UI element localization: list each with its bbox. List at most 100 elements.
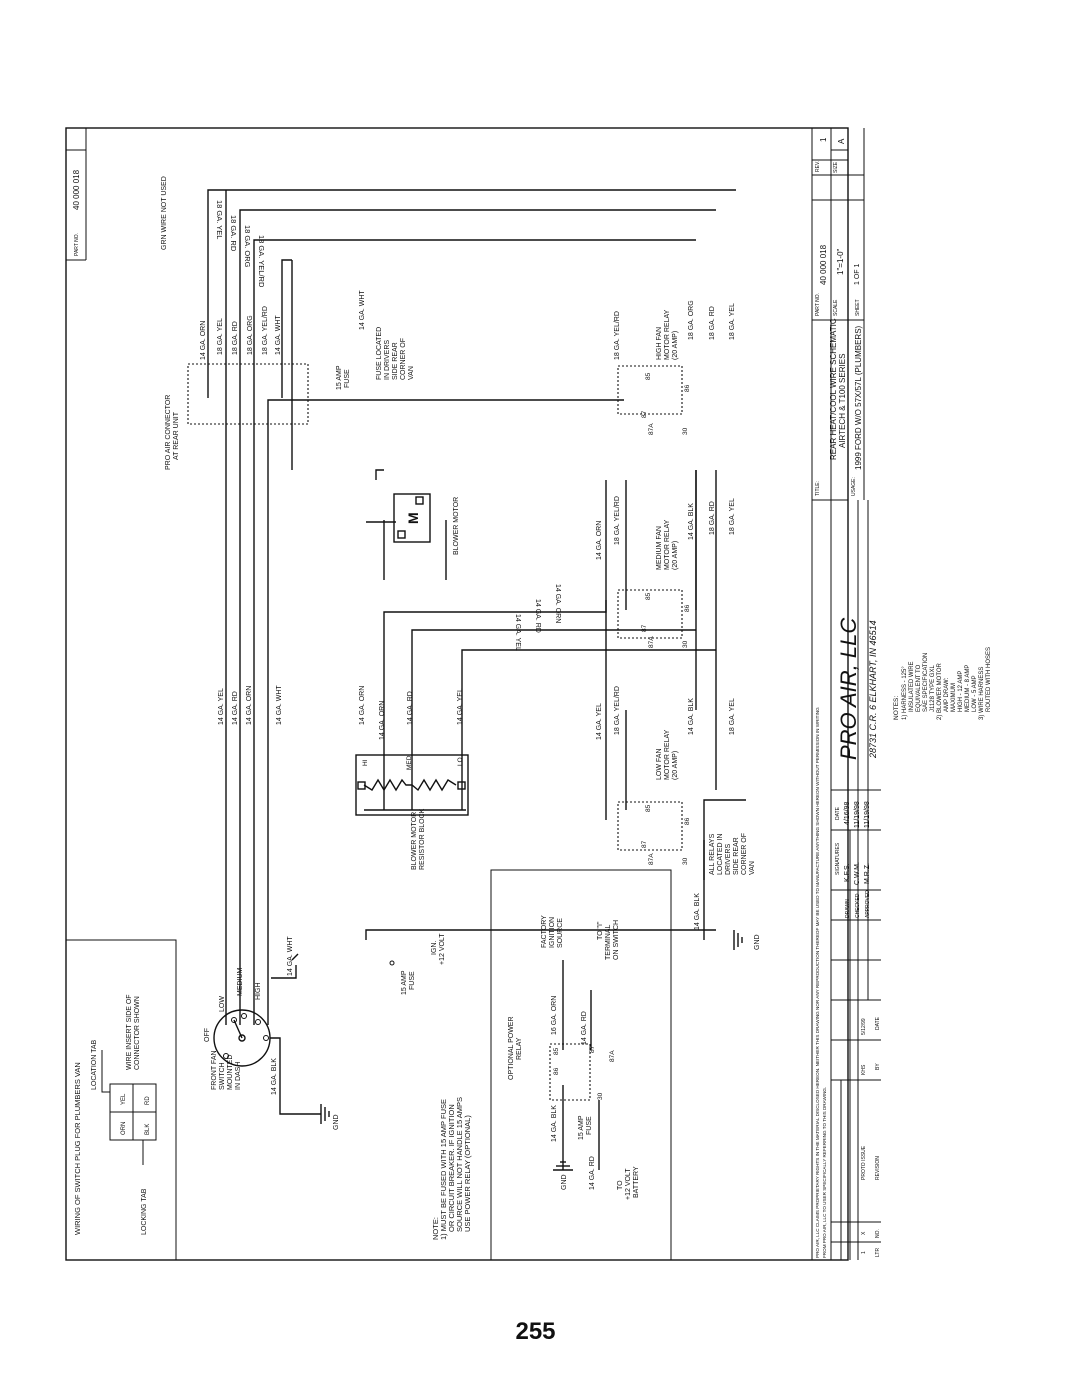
notes-line-13: ROUTED WITH HOSES [986, 647, 992, 712]
note-1-line-3: SOURCE WILL NOT HANDLE 15 AMPS [455, 1097, 464, 1232]
low-pin-30: 30 [682, 857, 689, 865]
low-pin-87a: 87A [648, 853, 655, 865]
checked-by: C.W.M. [854, 862, 861, 885]
sheet-value: 1 OF 1 [854, 263, 861, 285]
connector-wire-6: 14 GA. WHT [275, 315, 282, 355]
size-value: A [837, 138, 846, 144]
rev-header-date: DATE [875, 1016, 881, 1030]
wire-insert-label-2: CONNECTOR SHOWN [134, 996, 141, 1070]
fuse15-loc-5: VAN [408, 366, 415, 380]
left-wire-rd: 14 GA. RD [232, 691, 239, 725]
front-wht-wire: 14 GA. WHT [287, 936, 294, 976]
rev-row-revision: PROTO ISSUE [861, 1145, 867, 1180]
rev-row-no: X [861, 1231, 867, 1235]
power-relay-title-1: OPTIONAL POWER [508, 1016, 515, 1080]
left-wire-yel: 14 GA. YEL [218, 688, 225, 725]
notes-line-3: EQUIVALENT TO [916, 664, 922, 712]
power-fuse-2: FUSE [586, 1116, 593, 1135]
title-block [65, 128, 881, 1261]
usage-value: 1999 FORD W/O 57X/57L (PLUMBERS) [854, 325, 863, 470]
note-1-title: NOTE: [431, 1217, 440, 1240]
feed-wire-yel: 14 GA. YEL [457, 688, 464, 725]
notes-line-10: MEDIUM - 8 AMP [965, 665, 971, 712]
feed-wire-orn-2: 14 GA. ORN [379, 701, 386, 740]
rotated-schematic: PRO AIR, LLC CLAIMS PROPRIETARY RIGHTS I… [65, 128, 992, 1261]
scale-value: 1"=1-0" [836, 248, 845, 275]
notes-line-9: HIGH - 12 AMP [958, 671, 964, 712]
high-fan-relay: HIGH FAN MOTOR RELAY (20 AMP) 18 GA. YEL… [614, 300, 736, 435]
blower-motor: M BLOWER MOTOR [393, 493, 460, 555]
power-battery-2: +12 VOLT [625, 1168, 632, 1200]
switch-plug-detail: WIRING OF SWITCH PLUG FOR PLUMBERS VAN O… [73, 994, 157, 1235]
drawing-frame [65, 127, 849, 1261]
drawn-by: K.F.S. [844, 863, 851, 882]
top-part-no-value: 40 000 018 [72, 169, 81, 210]
low-relay-wire-1: 14 GA. YEL [596, 703, 603, 740]
high-relay-label-1: HIGH FAN [656, 327, 663, 360]
power-battery-1: TO [617, 1180, 624, 1190]
high-relay-wire-2: 18 GA. ORG [688, 300, 695, 340]
notes-line-2: INSULATED WIRE [909, 661, 915, 712]
front-gnd: GND [333, 1114, 340, 1130]
fuse15-1: 15 AMP [336, 365, 343, 390]
power-battery-3: BATTERY [633, 1166, 640, 1198]
approved-label: APPROVED [865, 890, 871, 918]
fuse15-2: FUSE [344, 369, 351, 388]
front-blk-wire: 14 GA. BLK [271, 1058, 278, 1095]
power-source-3: SOURCE [557, 918, 564, 948]
high-relay-body [617, 365, 683, 415]
medium-pin-30: 30 [682, 640, 689, 648]
notes-line-12: 3) WIRE HARNESS [979, 667, 985, 720]
rev-header-by: BY [875, 1063, 881, 1070]
medium-relay-label-1: MEDIUM FAN [656, 526, 663, 570]
plug-pin-orn: ORN [121, 1122, 127, 1135]
power-fuse-1: 15 AMP [578, 1115, 585, 1140]
company-name: PRO AIR, LLC [836, 618, 861, 760]
power-gnd: GND [561, 1174, 568, 1190]
notes-block: NOTES: 1) HARNESS - 125° INSULATED WIRE … [893, 647, 992, 720]
locking-tab-label: LOCKING TAB [141, 1188, 148, 1235]
rev-header-no: NO. [875, 1229, 881, 1238]
medium-relay-body [617, 589, 683, 639]
power-pin-87: 87 [589, 1045, 596, 1053]
power-orn-wire: 16 GA. ORN [551, 996, 558, 1035]
low-pin-87: 87 [641, 840, 648, 848]
medium-relay-wire-3: 14 GA. BLK [688, 503, 695, 540]
top-wire-1: 18 GA. YEL [215, 200, 224, 239]
medium-relay-label-2: MOTOR RELAY [664, 519, 671, 570]
rev-label: REV. [815, 161, 821, 172]
high-pin-87: 87 [641, 410, 648, 418]
notes-line-1: 1) HARNESS - 125° [902, 666, 908, 720]
rev-header-revision: REVISION [875, 1156, 881, 1180]
sheet-label: SHEET [855, 299, 861, 316]
part-no-label: PART NO. [815, 293, 821, 316]
low-relay-body [617, 801, 683, 851]
front-switch-label-1: FRONT FAN [211, 1050, 218, 1090]
left-wire-labels: 14 GA. YEL 14 GA. RD 14 GA. ORN 14 GA. W… [218, 685, 283, 725]
relays-loc-6: VAN [749, 861, 756, 875]
pro-air-connector: PRO AIR CONNECTOR AT REAR UNIT GRN WIRE … [161, 176, 309, 470]
connector-wire-3: 18 GA. RD [232, 321, 239, 355]
title-line-1: REAR HEAT/COOL WIRE SCHEMATIC [829, 318, 838, 460]
connector-wire-1: 14 GA. ORN [200, 321, 207, 360]
power-terminal-2: TERMINAL [605, 925, 612, 961]
company-address: 28731 C.R. 6 ELKHART, IN 46514 [868, 620, 878, 759]
high-relay-wire-4: 18 GA. YEL [729, 303, 736, 340]
plug-pin-yel: YEL [121, 1093, 127, 1105]
power-pin-86: 86 [553, 1067, 560, 1075]
low-relay-label-3: (20 AMP) [672, 751, 679, 780]
resistor-block-body [355, 754, 469, 816]
usage-label: USAGE: [851, 477, 857, 496]
relays-location: ALL RELAYS LOCATED IN DRIVERS SIDE REAR … [694, 833, 761, 950]
front-switch-label-2: SWITCH [219, 1062, 226, 1090]
top-part-no-label: PART NO. [74, 233, 80, 256]
bus-wire-rd: 14 GA. RD [534, 599, 541, 633]
approved-by: M.R.Z. [864, 863, 871, 884]
fuse15-loc-2: IN DRIVERS [384, 340, 391, 380]
relays-loc-1: ALL RELAYS [709, 833, 716, 875]
power-rd-wire: 14 GA. RD [589, 1156, 596, 1190]
grn-note: GRN WIRE NOT USED [161, 176, 168, 250]
low-relay-wire-4: 18 GA. YEL [729, 698, 736, 735]
high-relay-wire-3: 18 GA. RD [709, 306, 716, 340]
front-ground-icon [320, 1104, 330, 1124]
